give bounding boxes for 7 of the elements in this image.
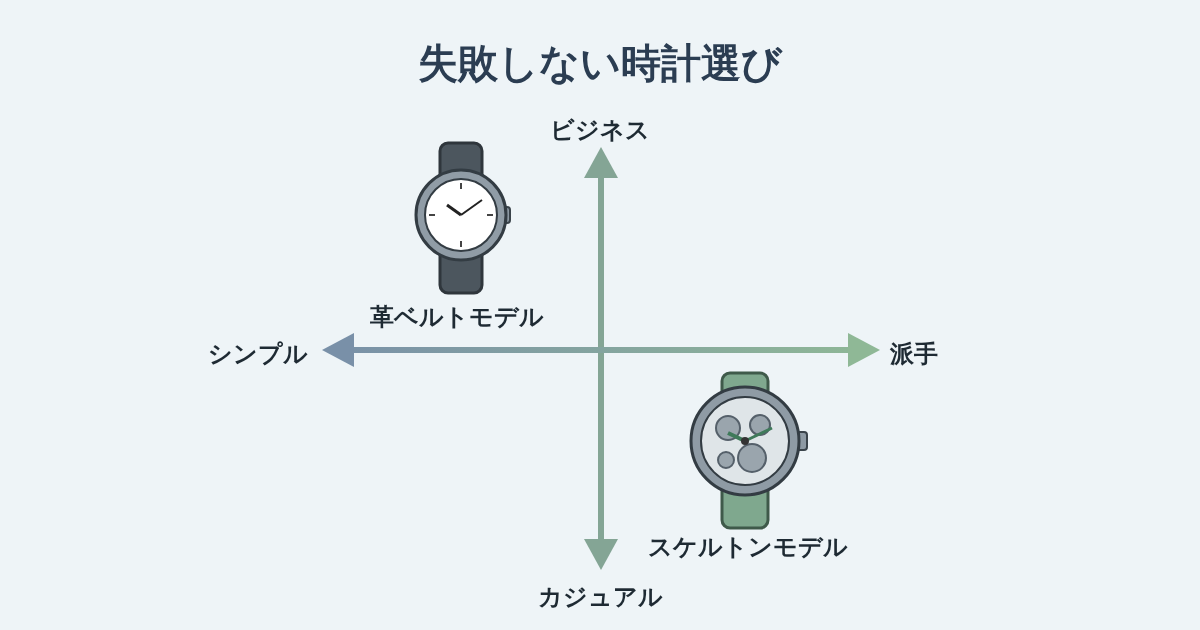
axis-label: カジュアル xyxy=(537,581,663,613)
axis-label: シンプル xyxy=(208,338,308,370)
watch-caption: 革ベルトモデル xyxy=(370,301,544,333)
title: 失敗しない時計選び xyxy=(418,39,782,88)
axis-label: ビジネス xyxy=(550,114,650,146)
watch-caption: スケルトンモデル xyxy=(648,531,848,563)
axis-label: 派手 xyxy=(890,338,938,370)
